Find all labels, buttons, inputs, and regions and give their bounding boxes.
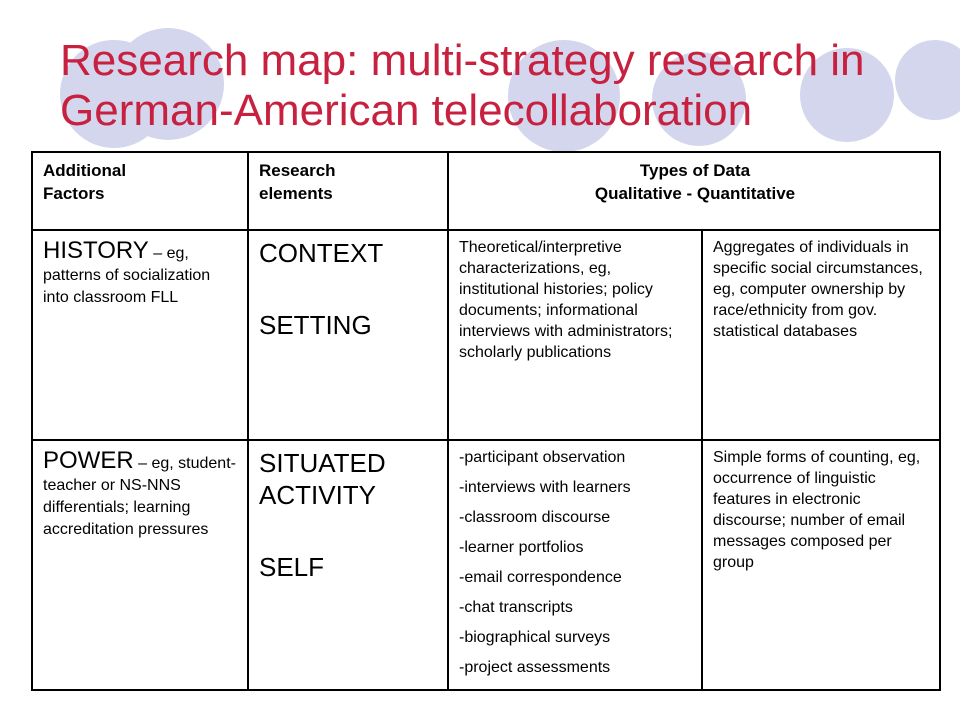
quantitative-cell: Simple forms of counting, eg, occurrence… [700, 439, 942, 691]
table-row: HISTORY – eg, patterns of socialization … [31, 229, 942, 441]
element-label: CONTEXT [259, 238, 384, 268]
quantitative-cell: Aggregates of individuals in specific so… [700, 229, 942, 441]
list-item: -chat transcripts [459, 599, 573, 616]
header-text: Types of Data [639, 161, 751, 180]
list-item: -learner portfolios [459, 539, 584, 556]
element-label: SETTING [259, 310, 372, 340]
list-item: -project assessments [459, 659, 611, 676]
element-label: SITUATED ACTIVITY [259, 448, 386, 510]
qualitative-cell: Theoretical/interpretive characterizatio… [447, 229, 703, 441]
factor-cell: HISTORY – eg, patterns of socialization … [31, 229, 249, 441]
research-map-table: Additional Factors Research elements Typ… [31, 151, 942, 691]
table-row: POWER – eg, student-teacher or NS-NNS di… [31, 439, 942, 691]
list-item: -interviews with learners [459, 479, 631, 496]
title-line-1: Research map: multi-strategy research in [60, 36, 865, 85]
element-cell: SITUATED ACTIVITY SELF [247, 439, 449, 691]
title-line-2: German-American telecollaboration [60, 86, 753, 135]
factor-heading: POWER [43, 447, 134, 474]
decorative-circle [508, 40, 620, 152]
header-row: Additional Factors Research elements Typ… [31, 151, 942, 231]
decorative-circle [112, 28, 224, 140]
quantitative-text: Simple forms of counting, eg, occurrence… [713, 449, 921, 571]
header-types-of-data: Types of Data Qualitative - Quantitative [446, 151, 942, 231]
header-text: elements [259, 184, 333, 203]
list-item: -classroom discourse [459, 509, 611, 526]
factor-text: – eg, student-teacher or NS-NNS differen… [43, 455, 236, 538]
header-text: Qualitative - Quantitative [594, 184, 796, 203]
quantitative-text: Aggregates of individuals in specific so… [713, 239, 923, 340]
element-cell: CONTEXT SETTING [247, 229, 449, 441]
header-text: Additional [43, 161, 127, 180]
list-item: -email correspondence [459, 569, 622, 586]
qualitative-text: Theoretical/interpretive characterizatio… [459, 239, 673, 361]
decorative-circle [800, 48, 894, 142]
slide-title: Research map: multi-strategy research in… [60, 36, 940, 136]
factor-text: – eg, patterns of socialization into cla… [43, 245, 211, 306]
element-label: SELF [259, 552, 325, 582]
list-item: -biographical surveys [459, 629, 611, 646]
qualitative-cell: -participant observation -interviews wit… [447, 439, 703, 691]
header-text: Research [259, 161, 336, 180]
decorative-circle [652, 52, 746, 146]
factor-cell: POWER – eg, student-teacher or NS-NNS di… [31, 439, 249, 691]
header-research-elements: Research elements [247, 151, 449, 231]
factor-heading: HISTORY [43, 237, 149, 264]
list-item: -participant observation [459, 449, 626, 466]
header-additional-factors: Additional Factors [31, 151, 249, 231]
header-text: Factors [43, 184, 105, 203]
decorative-circle [895, 40, 960, 120]
